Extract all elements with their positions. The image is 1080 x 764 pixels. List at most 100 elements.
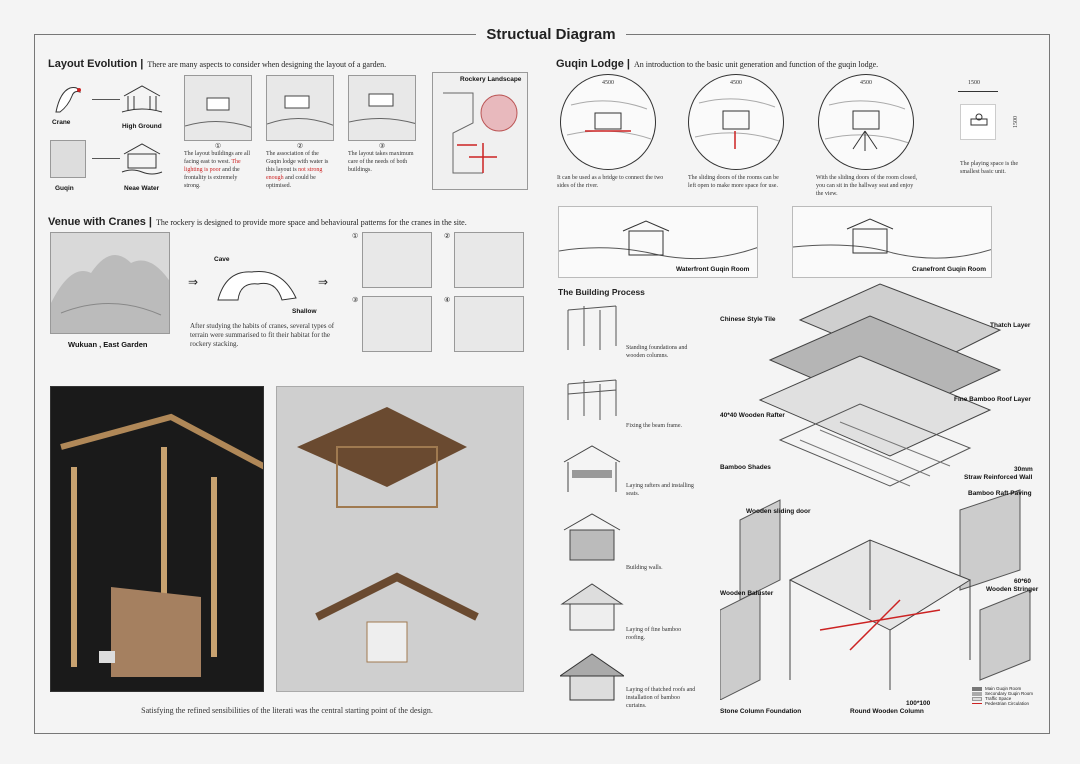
lodge-plan-circle-2 bbox=[688, 74, 784, 170]
legend-swatch bbox=[972, 703, 982, 704]
waterfront-section bbox=[558, 206, 758, 278]
plan-dim-3: 4500 bbox=[860, 80, 872, 86]
venue-intro: The rockery is designed to provide more … bbox=[155, 218, 467, 227]
rockery-landscape-label: Rockery Landscape bbox=[460, 76, 522, 83]
venue-num-4: ④ bbox=[444, 296, 451, 304]
layout-evolution-header: Layout Evolution | There are many aspect… bbox=[48, 54, 448, 72]
legend-swatch bbox=[972, 686, 982, 691]
guqin-image bbox=[50, 140, 86, 178]
guqin-lodge-intro: An introduction to the basic unit genera… bbox=[633, 60, 879, 69]
process-step-4: Building walls. bbox=[626, 565, 663, 571]
label-thatch: Thatch Layer bbox=[990, 322, 1031, 329]
crane-icon bbox=[55, 87, 81, 113]
layout-evolution-intro: There are many aspects to consider when … bbox=[147, 60, 387, 69]
playing-unit-sketch bbox=[960, 104, 996, 140]
cranefront-section bbox=[792, 206, 992, 278]
layout-evolution-heading: Layout Evolution | bbox=[48, 58, 144, 70]
unit-width: 1500 bbox=[968, 80, 980, 86]
layout-step-1: ① The layout buildings are all facing ea… bbox=[184, 142, 252, 190]
label-raft: Bamboo Raft Paving bbox=[968, 490, 1032, 497]
process-step-2-sketch bbox=[567, 379, 617, 420]
process-step-6-sketch bbox=[560, 653, 624, 701]
crane-label: Crane bbox=[52, 119, 71, 126]
step-warning: The lighting is poor bbox=[184, 159, 241, 173]
venue-header: Venue with Cranes | The rockery is desig… bbox=[48, 212, 548, 230]
label-foundation: Stone Column Foundation bbox=[720, 708, 802, 715]
guqin-lodge-header: Guqin Lodge | An introduction to the bas… bbox=[556, 54, 1036, 72]
venue-paragraph: After studying the habits of cranes, sev… bbox=[190, 322, 335, 348]
step-number: ② bbox=[296, 142, 304, 150]
process-step-4-sketch bbox=[563, 513, 621, 561]
label-chinese-tile: Chinese Style Tile bbox=[720, 316, 776, 323]
process-step-3-sketch bbox=[563, 445, 621, 492]
venue-num-2: ② bbox=[444, 232, 451, 240]
legend-label: Secondary Guqin Room bbox=[985, 691, 1034, 696]
label-bamboo-roof: Fine Bamboo Roof Layer bbox=[954, 396, 1031, 403]
wukuan-painting bbox=[50, 232, 170, 334]
rockery-terrain-1 bbox=[362, 232, 432, 288]
unit-height: 1500 bbox=[1013, 116, 1019, 128]
venue-num-3: ③ bbox=[352, 296, 359, 304]
label-door: Wooden sliding door bbox=[746, 508, 811, 515]
step-number: ③ bbox=[378, 142, 386, 150]
lodge-plan-circle-1 bbox=[560, 74, 656, 170]
lodge-caption-4: The playing space is the smallest basic … bbox=[960, 161, 1018, 175]
label-straw-a: 30mm bbox=[1014, 466, 1033, 473]
legend-item: Traffic Space bbox=[972, 696, 1036, 701]
connector-line bbox=[92, 99, 120, 100]
legend-item: Secondary Guqin Room bbox=[972, 691, 1036, 696]
cranefront-label: Cranefront Guqin Room bbox=[912, 266, 987, 273]
legend-item: Pedestrian Circulation bbox=[972, 701, 1036, 706]
label-straw-b: Straw Reinforced Wall bbox=[964, 474, 1033, 481]
photos-caption: Satisfying the refined sensibilities of … bbox=[141, 706, 433, 715]
label-column-b: Round Wooden Column bbox=[850, 708, 924, 715]
lodge-plan-circle-3 bbox=[818, 74, 914, 170]
step-text: and could be optimised. bbox=[266, 175, 316, 189]
label-stringer-a: 60*60 bbox=[1014, 578, 1031, 585]
near-water-icon bbox=[121, 143, 163, 175]
label-column-a: 100*100 bbox=[906, 700, 931, 707]
label-shades: Bamboo Shades bbox=[720, 464, 771, 471]
guqin-label: Guqin bbox=[55, 185, 74, 192]
layout-step-3-image bbox=[348, 75, 416, 141]
process-step-2: Fixing the beam frame. bbox=[626, 423, 682, 429]
arrow-right-icon: ⇒ bbox=[318, 275, 329, 289]
shallow-label: Shallow bbox=[292, 308, 317, 315]
label-baluster: Wooden Baluster bbox=[720, 590, 774, 597]
plan-dim-1: 4500 bbox=[602, 80, 614, 86]
venue-num-1: ① bbox=[352, 232, 359, 240]
legend-label: Main Guqin Room bbox=[985, 686, 1022, 691]
step-number: ① bbox=[214, 142, 222, 150]
layout-step-1-image bbox=[184, 75, 252, 141]
high-ground-label: High Ground bbox=[122, 123, 162, 130]
step-text: The association of the Guqin lodge with … bbox=[266, 151, 329, 173]
label-stringer-b: Wooden Stringer bbox=[986, 586, 1039, 593]
rockery-terrain-4 bbox=[454, 296, 524, 352]
legend-swatch bbox=[972, 696, 982, 701]
arrow-right-icon: ⇒ bbox=[188, 275, 199, 289]
process-step-6: Laying of thatched roofs and installatio… bbox=[626, 687, 696, 709]
process-step-3: Laying rafters and installing seats. bbox=[626, 483, 694, 497]
connector-line bbox=[92, 158, 120, 159]
cave-label: Cave bbox=[214, 256, 230, 263]
lodge-caption-1: It can be used as a bridge to connect th… bbox=[557, 175, 664, 189]
step-warning: not strong enough bbox=[266, 167, 323, 181]
step-text: The layout takes maximum care of the nee… bbox=[348, 151, 414, 173]
dimension-line bbox=[958, 91, 998, 92]
model-photo-left bbox=[50, 386, 264, 692]
process-step-1-sketch bbox=[567, 305, 617, 350]
model-photo-right bbox=[276, 386, 524, 692]
near-water-label: Neae Water bbox=[124, 185, 160, 192]
legend-label: Pedestrian Circulation bbox=[985, 701, 1030, 706]
legend-label: Traffic Space bbox=[985, 696, 1012, 701]
venue-heading: Venue with Cranes | bbox=[48, 216, 152, 228]
legend-item: Main Guqin Room bbox=[972, 686, 1036, 691]
rockery-cave-sketch bbox=[217, 271, 297, 301]
guqin-lodge-heading: Guqin Lodge | bbox=[556, 58, 630, 70]
exploded-axonometric bbox=[720, 283, 1031, 700]
label-rafter: 40*40 Wooden Rafter bbox=[720, 412, 785, 419]
layout-step-2-image bbox=[266, 75, 334, 141]
step-text: and the frontality is extremely strong. bbox=[184, 167, 240, 189]
rockery-terrain-2 bbox=[454, 232, 524, 288]
legend: Main Guqin Room Secondary Guqin Room Tra… bbox=[972, 686, 1036, 706]
